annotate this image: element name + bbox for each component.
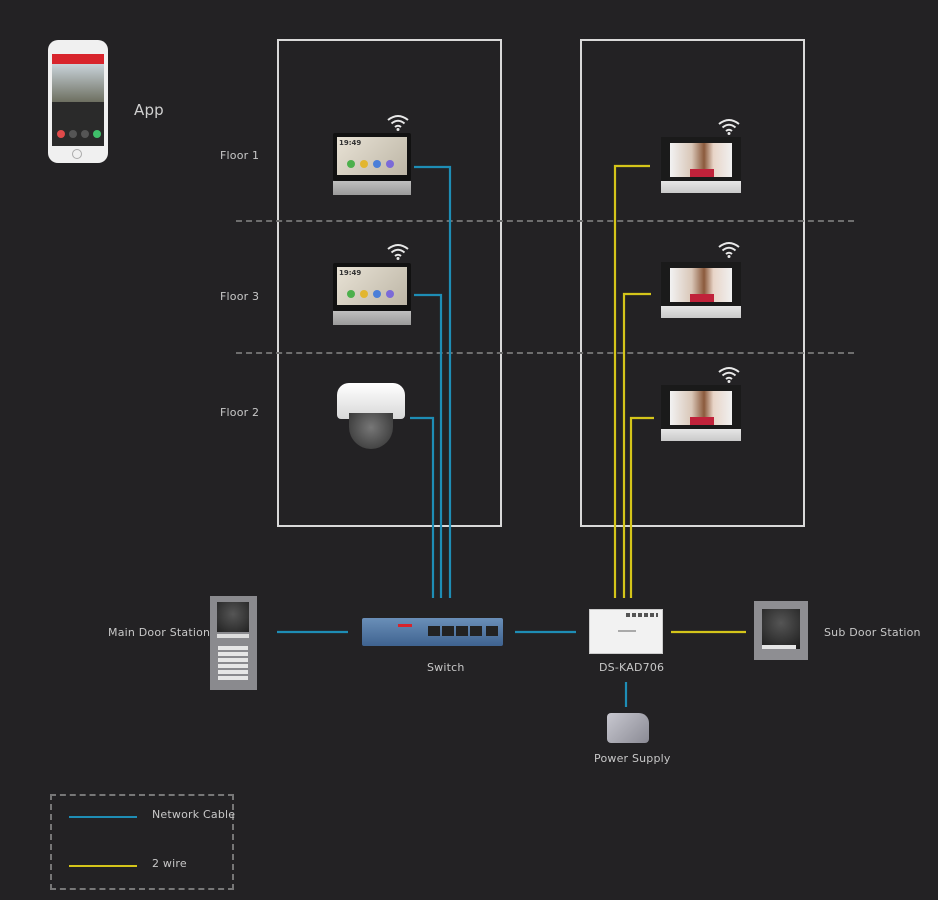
legend-2wire-label: 2 wire [152,857,187,870]
floor-label-2: Floor 2 [220,406,260,419]
main-door-station-label: Main Door Station [108,626,211,639]
floor-divider [236,220,854,222]
2wire-indoor-monitor-floor1 [661,137,741,193]
monitor-clock: 19:49 [339,269,362,277]
wifi-icon [718,119,740,135]
sub-door-station-label: Sub Door Station [824,626,921,639]
floor-label-1: Floor 1 [220,149,260,162]
switch-label: Switch [427,661,465,674]
dome-camera-icon [337,383,405,449]
power-supply-label: Power Supply [594,752,671,765]
wifi-icon [387,115,409,131]
2wire-indoor-monitor-floor2 [661,385,741,441]
main-door-station-icon [210,596,257,690]
smartphone-app-icon [48,40,108,163]
legend-2wire-swatch [69,865,137,867]
distributor-icon [589,609,663,654]
legend: Network Cable 2 wire [50,794,236,890]
monitor-clock: 19:49 [339,139,362,147]
app-label: App [134,101,164,119]
wifi-icon [718,367,740,383]
legend-network-swatch [69,816,137,818]
building-ip-outline [277,39,502,527]
sub-door-station-icon [754,601,808,660]
wifi-icon [387,244,409,260]
power-supply-icon [607,713,649,743]
building-2wire-outline [580,39,805,527]
2wire-indoor-monitor-floor3 [661,262,741,318]
distributor-label: DS-KAD706 [599,661,665,674]
network-switch-icon [362,618,503,646]
ip-indoor-monitor-floor3: 19:49 [333,263,411,325]
floor-label-3: Floor 3 [220,290,260,303]
ip-indoor-monitor-floor1: 19:49 [333,133,411,195]
floor-divider [236,352,854,354]
wifi-icon [718,242,740,258]
legend-network-label: Network Cable [152,808,236,821]
